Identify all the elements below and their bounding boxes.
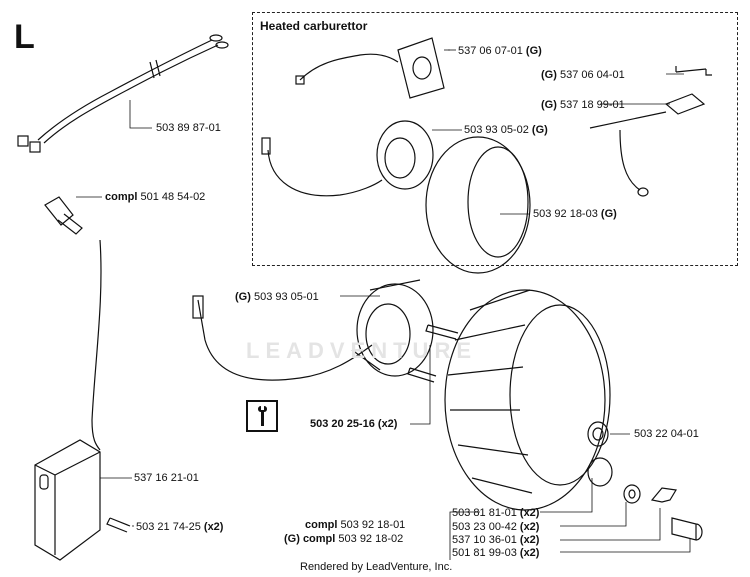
- washer-drawing: [623, 484, 641, 504]
- footer-credit: Rendered by LeadVenture, Inc.: [300, 561, 453, 573]
- inset-title: Heated carburettor: [260, 19, 368, 33]
- part-label-spring: 503 81 81-01 (x2): [452, 507, 540, 519]
- screw-drawing: [425, 324, 459, 340]
- part-label-inset-magnet: 503 93 05-02 (G): [464, 124, 548, 136]
- part-label-module: 537 16 21-01: [134, 472, 199, 484]
- part-label-inset-bracket: (G) 537 06 04-01: [541, 69, 625, 81]
- part-label-washer: 503 23 00-42 (x2): [452, 521, 540, 533]
- pawl-drawing: [650, 487, 677, 503]
- part-label-screws: 503 20 25-16 (x2): [310, 418, 398, 430]
- part-label-inset-plate: 537 06 07-01 (G): [458, 45, 542, 57]
- flywheel-drawing: [444, 289, 611, 511]
- part-label-pin: 501 81 99-03 (x2): [452, 547, 540, 559]
- part-label-plug-cap: compl 501 48 54-02: [105, 191, 206, 203]
- ignition-module-drawing: [34, 196, 131, 561]
- part-label-flywheel-g: (G) compl 503 92 18-02: [284, 533, 404, 545]
- inset-drawings: [261, 37, 712, 274]
- section-letter: L: [14, 18, 35, 56]
- heated-carburettor-inset: [252, 12, 738, 266]
- watermark: LEADVENTURE: [246, 338, 478, 363]
- part-label-module-screws: 503 21 74-25 (x2): [136, 521, 224, 533]
- spring-drawing: [587, 457, 613, 487]
- part-label-pawl: 537 10 36-01 (x2): [452, 534, 540, 546]
- ignition-cable-drawing: [17, 34, 229, 153]
- part-label-flywheel: compl 503 92 18-01: [305, 519, 406, 531]
- pin-drawing: [671, 517, 703, 541]
- wrench-icon: [258, 406, 267, 426]
- tool-icon-box: [246, 400, 278, 432]
- magnet-ring-drawing: [192, 279, 434, 381]
- part-label-nut: 503 22 04-01: [634, 428, 699, 440]
- part-label-magnet: (G) 503 93 05-01: [235, 291, 319, 303]
- part-label-cable: 503 89 87-01: [156, 122, 221, 134]
- part-label-inset-heater: (G) 537 18 99-01: [541, 99, 625, 111]
- part-label-inset-flywheel: 503 92 18-03 (G): [533, 208, 617, 220]
